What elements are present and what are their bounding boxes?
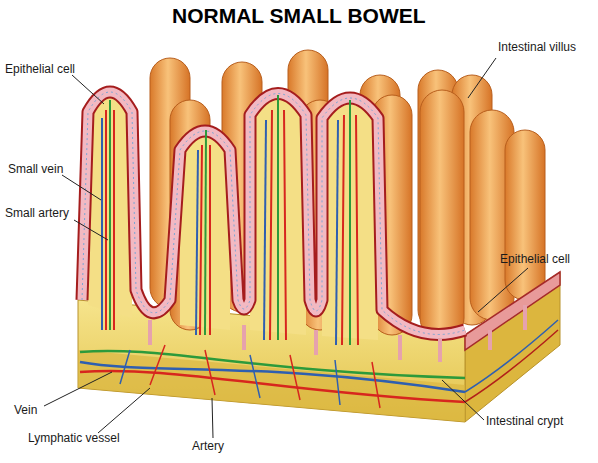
part-label: Intestinal crypt bbox=[486, 414, 563, 428]
diagram-title: NORMAL SMALL BOWEL bbox=[172, 4, 426, 28]
part-label: Vein bbox=[14, 403, 37, 417]
part-label: Lymphatic vessel bbox=[28, 431, 120, 445]
part-label: Small artery bbox=[5, 206, 69, 220]
part-label: Epithelial cell bbox=[500, 252, 570, 266]
part-label: Artery bbox=[192, 439, 224, 453]
part-label: Small vein bbox=[8, 162, 63, 176]
part-label: Intestinal villus bbox=[498, 40, 576, 54]
part-label: Epithelial cell bbox=[5, 62, 75, 76]
leader-lines bbox=[44, 58, 528, 438]
